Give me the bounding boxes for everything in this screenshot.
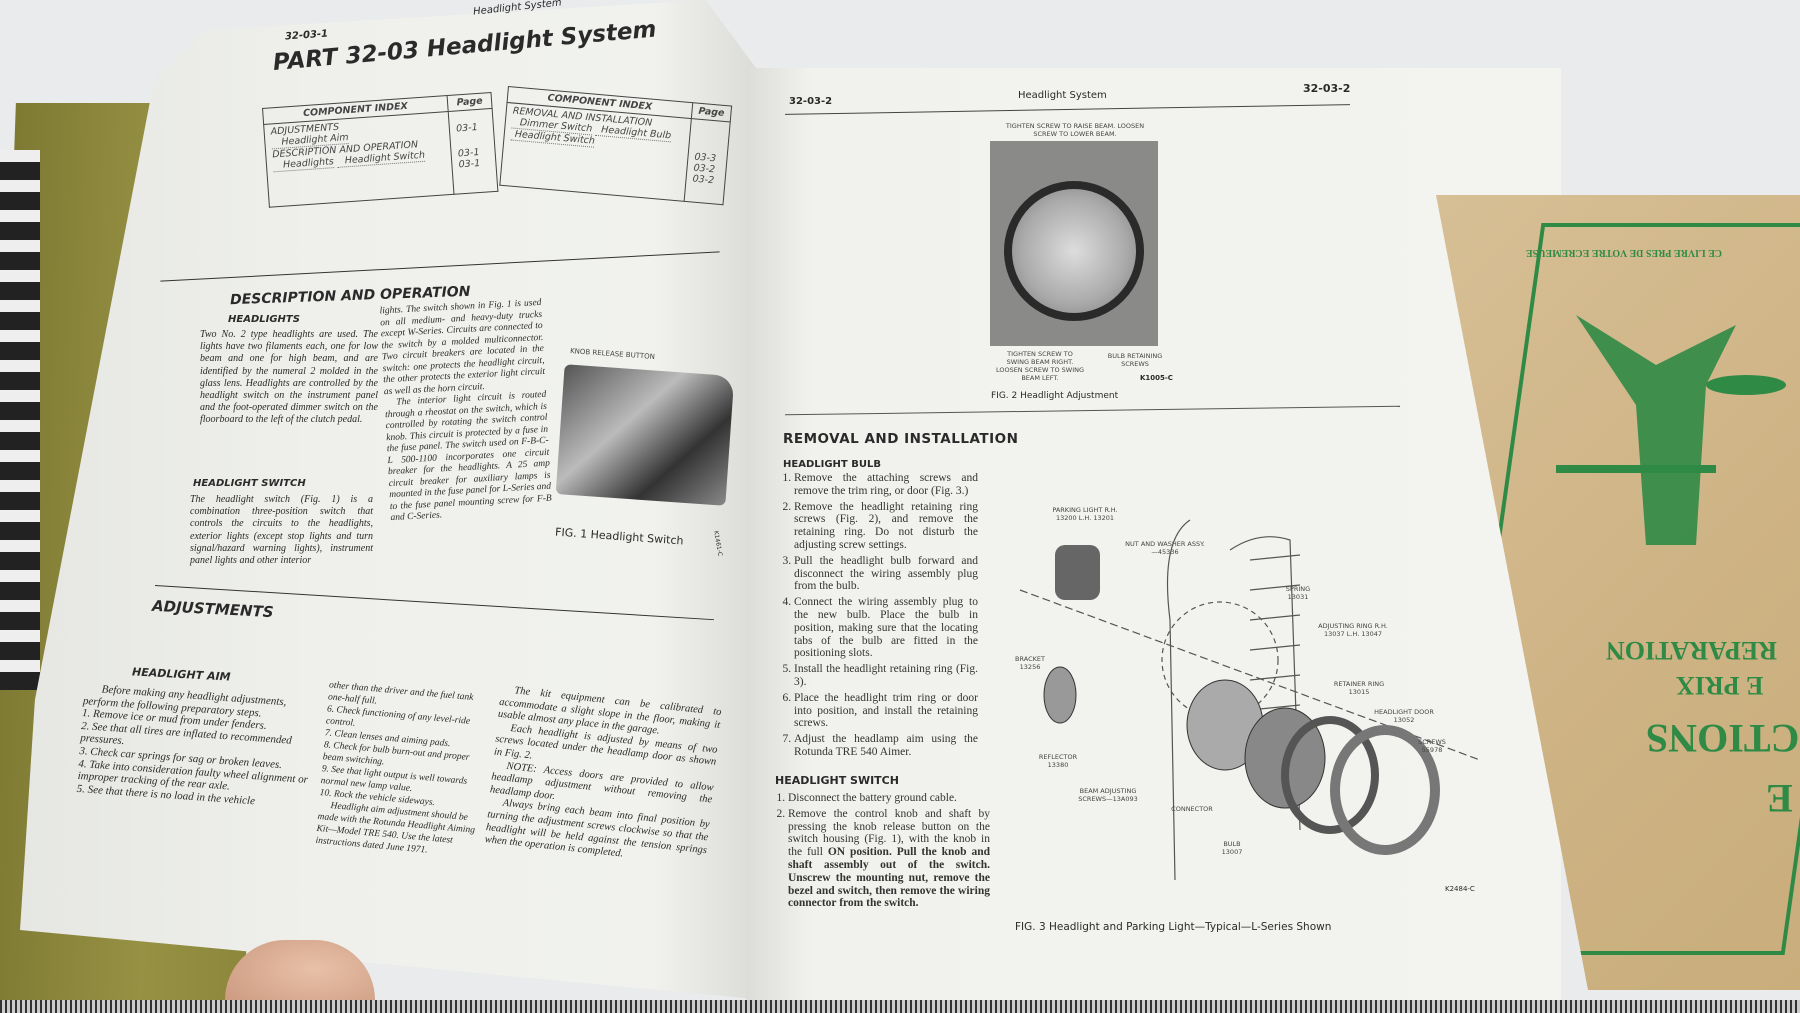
left-page (20, 0, 765, 1000)
fig3-label-bulb: BULB 13007 (1221, 840, 1243, 856)
headlights-heading: HEADLIGHTS (228, 314, 300, 325)
bulb-step: Place the headlight trim ring or door in… (794, 692, 978, 730)
bulb-step: Remove the attaching screws and remove t… (794, 472, 978, 498)
grille-outline (1229, 536, 1301, 831)
fig3-label-beam-screws: BEAM ADJUSTING SCREWS—13A093 (1078, 787, 1138, 803)
switch-text: The headlight switch (Fig. 1) is a combi… (190, 494, 373, 567)
col2-paragraph: lights. The switch shown in Fig. 1 is us… (379, 297, 546, 397)
fig3-label-retainer-ring: RETAINER RING 13015 (1333, 680, 1385, 696)
fig2-label-bottom-right: BULB RETAINING SCREWS (1107, 352, 1163, 368)
fig3-label-reflector: REFLECTOR 13380 (1038, 753, 1078, 769)
switch-step-text: Remove the control knob and shaft by pre… (788, 807, 990, 859)
booklet-line: REPARATION (1606, 636, 1777, 665)
fig3-caption: FIG. 3 Headlight and Parking Light—Typic… (1015, 921, 1332, 933)
bulb-steps: Remove the attaching screws and remove t… (778, 472, 978, 762)
booklet-line: E (1766, 776, 1793, 821)
switch-step: Disconnect the battery ground cable. (788, 792, 990, 805)
booklet-line: CE LIVRE PRES DE VOTRE ECREMEUSE (1526, 247, 1723, 258)
fig3-label-parking-light: PARKING LIGHT R.H. 13200 L.H. 13201 (1052, 506, 1118, 522)
switch-step-on: ON (827, 846, 846, 859)
cream-separator-illustration (1556, 315, 1786, 545)
fig2-caption: FIG. 2 Headlight Adjustment (991, 391, 1119, 401)
fig3-label-spring: SPRING 13031 (1285, 585, 1311, 601)
grille-bars (1249, 554, 1301, 711)
bulb-step: Install the headlight retaining ring (Fi… (794, 663, 978, 689)
bulb-step: Connect the wiring assembly plug to the … (794, 596, 978, 660)
right-running-head: Headlight System (1018, 90, 1107, 101)
fender-line (1166, 519, 1191, 881)
aim-col2: other than the driver and the fuel tank … (315, 679, 487, 860)
right-page-number-left: 32-03-2 (789, 96, 833, 107)
removal-switch-heading: HEADLIGHT SWITCH (775, 774, 899, 787)
fig3-label-nut-washer: NUT AND WASHER ASSY.—45336 (1125, 540, 1205, 556)
reflector-part (1043, 666, 1077, 724)
fig2-headlight-photo (990, 141, 1158, 346)
switch-steps: Disconnect the battery ground cable. Rem… (772, 792, 990, 913)
headlights-text: Two No. 2 type headlights are used. The … (200, 329, 378, 426)
bulb-heading: HEADLIGHT BULB (783, 459, 881, 470)
switch-heading: HEADLIGHT SWITCH (193, 478, 306, 489)
fig3-exploded-diagram (1019, 519, 1481, 881)
booklet-line: CTIONS (1646, 716, 1800, 761)
fig1-headlight-switch-image (555, 364, 735, 506)
fig3-label-bracket: BRACKET 13256 (1015, 655, 1045, 671)
fig2-label-top: TIGHTEN SCREW TO RAISE BEAM. LOOSEN SCRE… (1005, 122, 1145, 138)
fig3-label-headlight-door: HEADLIGHT DOOR 13052 (1374, 708, 1434, 724)
booklet-line: E PRIX (1676, 671, 1764, 700)
fig3-label-connector: CONNECTOR (1171, 805, 1213, 813)
right-page-number-right: 32-03-2 (1303, 82, 1351, 95)
aim-col1: Before making any headlight adjustments,… (76, 682, 313, 811)
index-page: 03-1 (458, 157, 481, 171)
bulb-step: Pull the headlight bulb forward and disc… (794, 555, 978, 593)
aim-col3: The kit equipment can be calibrated to a… (484, 684, 722, 870)
description-col2: lights. The switch shown in Fig. 1 is us… (379, 298, 552, 525)
fig3-label-adjusting-ring: ADJUSTING RING R.H. 13037 L.H. 13047 (1318, 622, 1388, 638)
fig3-label-screws: SCREWS 55978 (1418, 738, 1446, 754)
retainer-ring-part (1281, 716, 1379, 834)
bulb-step: Remove the headlight retaining ring scre… (794, 501, 978, 552)
col2-paragraph: The interior light circuit is routed thr… (384, 389, 552, 524)
bulb-step: Adjust the headlamp aim using the Rotund… (794, 733, 978, 759)
switch-step: Remove the control knob and shaft by pre… (788, 808, 990, 910)
removal-heading: REMOVAL AND INSTALLATION (783, 431, 1019, 447)
headlight-lamp-icon (1004, 181, 1144, 321)
ruler-strip (0, 1000, 1800, 1013)
fig2-code: K1005-C (1140, 374, 1173, 382)
index-page: 03-1 (455, 122, 479, 135)
striped-object (0, 150, 40, 690)
switch-step-rest: position. Pull the knob and shaft assemb… (788, 846, 990, 910)
parking-light-part (1055, 545, 1100, 600)
headlight-door-part (1330, 725, 1440, 855)
fig3-code: K2484-C (1445, 885, 1475, 893)
index-page: 03-2 (692, 173, 715, 187)
fig2-label-bottom-left: TIGHTEN SCREW TO SWING BEAM RIGHT. LOOSE… (995, 350, 1085, 382)
